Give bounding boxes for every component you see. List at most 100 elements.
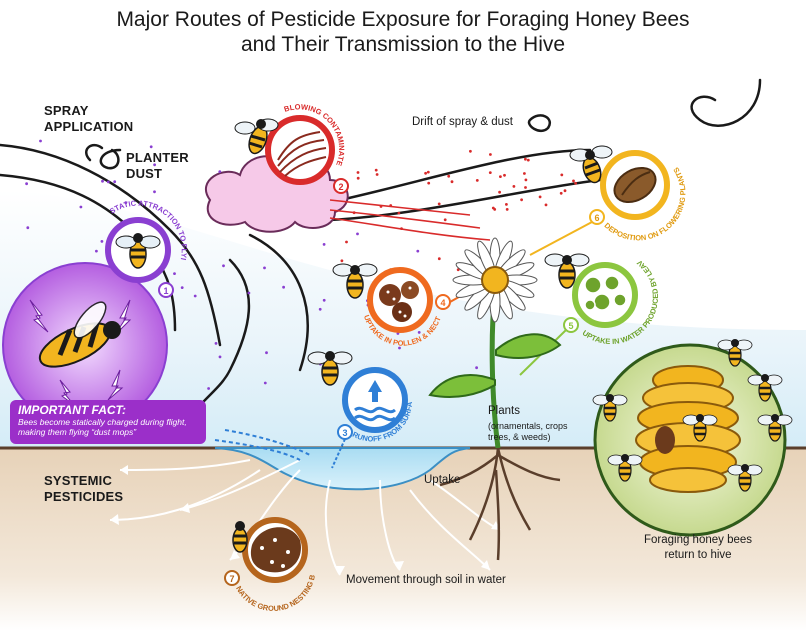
dust-dot — [124, 201, 128, 205]
dust-dot — [488, 171, 492, 175]
dust-dot — [469, 149, 472, 153]
dust-dot — [282, 285, 285, 289]
dust-dot — [263, 266, 266, 270]
bee-icon — [727, 464, 763, 492]
dust-dot — [39, 139, 42, 143]
dust-dot — [560, 173, 564, 177]
dust-dot — [180, 286, 184, 289]
dust-dot — [356, 176, 360, 180]
dust-dot — [489, 153, 492, 156]
dust-dot — [322, 298, 326, 302]
dust-dot — [95, 249, 98, 253]
dust-dot — [424, 171, 427, 175]
route-6-number: 6 — [594, 213, 599, 223]
dust-dot — [520, 198, 523, 202]
route-2-marker: 2 — [265, 115, 349, 194]
dust-dot — [153, 190, 156, 194]
movement-label: Movement through soil in water — [346, 574, 506, 586]
dust-dot — [397, 211, 401, 215]
bee-icon — [717, 339, 753, 367]
route-2-number: 2 — [338, 182, 343, 192]
dust-dot — [207, 387, 211, 390]
dust-dot — [400, 227, 403, 231]
dust-dot — [437, 257, 441, 261]
dust-dot — [101, 179, 104, 183]
dust-dot — [214, 342, 218, 345]
dust-dot — [523, 172, 526, 175]
bee-icon — [544, 253, 590, 289]
dust-dot — [450, 180, 454, 184]
route-3-number: 3 — [342, 428, 347, 438]
bee-icon — [332, 263, 378, 299]
fact-title: IMPORTANT FACT: — [18, 403, 126, 417]
dust-dot — [417, 331, 421, 334]
topsoil-icon — [277, 131, 327, 177]
dust-dot — [563, 189, 567, 193]
dust-dot — [100, 240, 104, 243]
page-title-line-1: Major Routes of Pesticide Exposure for F… — [116, 8, 690, 31]
dust-dot — [173, 272, 176, 275]
dust-dot — [247, 291, 251, 295]
route-6-marker: 6 — [529, 150, 670, 256]
nest-icon — [250, 527, 301, 573]
hive-bees — [592, 339, 793, 492]
dust-dot — [340, 259, 344, 263]
dust-dot — [493, 208, 497, 211]
dust-dot — [218, 170, 222, 174]
pollen-icon — [379, 281, 419, 322]
bee-icon — [607, 454, 643, 482]
bee-icon — [592, 394, 628, 422]
dust-dot — [524, 157, 527, 161]
dust-dot — [427, 181, 431, 185]
pond — [214, 447, 471, 491]
dust-dot — [375, 173, 379, 176]
dust-dot — [322, 243, 326, 246]
dust-dot — [505, 208, 509, 211]
uptake-label: Uptake — [424, 474, 461, 486]
dust-dot — [526, 158, 530, 162]
dust-dot — [356, 232, 359, 236]
dust-dot — [356, 171, 360, 174]
dust-dot — [218, 355, 222, 359]
dust-dot — [113, 180, 117, 184]
dust-dot — [193, 294, 197, 298]
dust-dot — [26, 226, 30, 230]
dust-dot — [25, 182, 28, 186]
important-fact-box: IMPORTANT FACT: Bees become statically c… — [10, 400, 206, 444]
bee-icon — [38, 301, 121, 368]
dust-dot — [498, 190, 501, 194]
bee-icon — [747, 374, 783, 402]
drift-label: Drift of spray & dust — [412, 116, 513, 128]
plants-label: Plants — [488, 405, 520, 417]
route-5-number: 5 — [568, 321, 573, 331]
bee-icon — [307, 351, 353, 386]
dust-dot — [524, 186, 527, 189]
dust-dot — [538, 195, 542, 199]
dust-dot — [263, 381, 267, 385]
dust-dot — [318, 307, 322, 311]
runoff-arrows — [214, 429, 311, 461]
dust-dot — [437, 202, 441, 206]
dust-dot — [416, 249, 420, 253]
page-title-line-2: and Their Transmission to the Hive — [240, 33, 566, 56]
dust-dot — [153, 163, 157, 167]
dust-dot — [379, 205, 383, 208]
beehive-icon — [593, 343, 787, 537]
spray-label-line-2: APPLICATION — [44, 119, 134, 134]
bee-icon — [682, 414, 718, 442]
plants-detail-line-2: trees, & weeds) — [488, 432, 551, 442]
dust-dot — [443, 218, 447, 222]
bee-icon — [757, 414, 793, 442]
planter-label-line-2: DUST — [126, 166, 163, 181]
dust-dot — [222, 264, 225, 268]
dust-dot — [544, 203, 548, 207]
dust-dot — [447, 174, 451, 178]
dust-dot — [79, 205, 83, 209]
water-drop-icon — [354, 380, 396, 422]
dust-dot — [374, 168, 378, 172]
dust-dot — [505, 203, 508, 206]
dust-dot — [574, 181, 577, 185]
flower-icon — [428, 237, 562, 449]
fact-text: Bees become statically charged during fl… — [18, 417, 187, 437]
